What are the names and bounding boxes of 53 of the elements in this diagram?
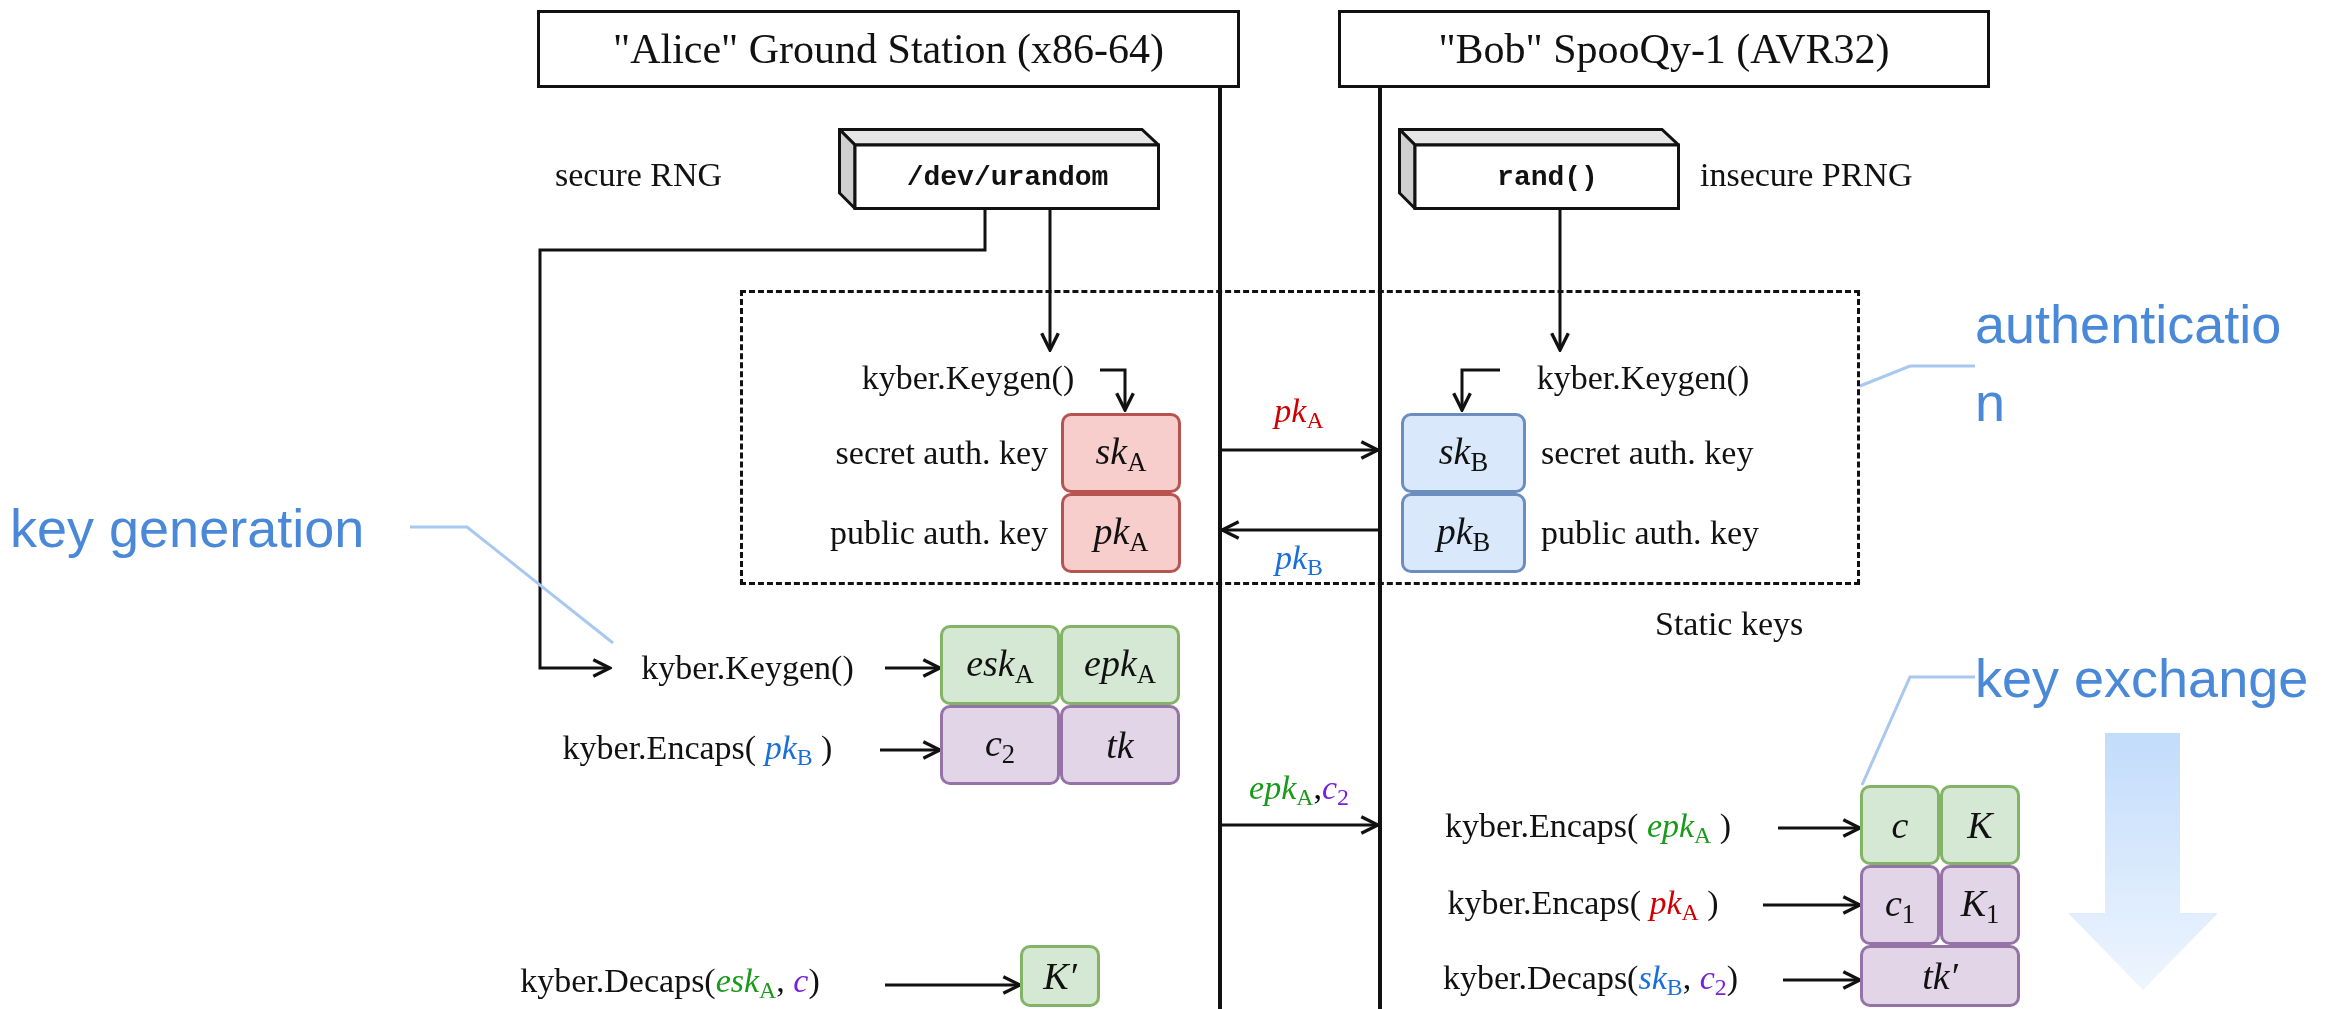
side-label: secure RNG [555, 155, 724, 195]
function-call-text: kyber.Keygen() [833, 353, 1103, 403]
key-box: c$_{2}$ [940, 705, 1060, 785]
arrow [1222, 440, 1380, 460]
key-box: c [1860, 785, 1940, 865]
key-box: K′ [1020, 945, 1100, 1007]
side-label: insecure PRNG [1700, 155, 1914, 195]
participant-header: "Alice" Ground Station (x86-64) [537, 10, 1240, 88]
arrow [1783, 970, 1862, 990]
leader-line [410, 525, 614, 645]
side-label: public auth. key [1541, 513, 1761, 553]
key-box: c$_{1}$ [1860, 865, 1940, 945]
arrow [1778, 818, 1862, 838]
side-label: secret auth. key [834, 433, 1048, 473]
lifeline [1378, 88, 1382, 1009]
function-call-text: kyber.Keygen() [1503, 353, 1783, 403]
arrow [885, 658, 942, 678]
arrow [1550, 210, 1570, 352]
key-box: sk$_{B}$ [1401, 413, 1526, 493]
arrow [1222, 815, 1380, 835]
annotation-text: key generation [10, 495, 410, 560]
participant-header: "Bob" SpooQy-1 (AVR32) [1338, 10, 1990, 88]
arrow [1452, 368, 1500, 412]
annotation-text: authenticatio n [1975, 285, 2305, 435]
key-box: tk [1060, 705, 1180, 785]
arrow [1763, 895, 1862, 915]
arrow [1100, 368, 1135, 412]
arrow [1040, 210, 1060, 352]
arrow [538, 210, 987, 678]
key-box: K$_{1}$ [1940, 865, 2020, 945]
key-box: sk$_{A}$ [1061, 413, 1181, 493]
function-call-text: kyber.Keygen() [610, 643, 885, 693]
function-call-text: kyber.Encaps( epk$_{A}$ ) [1398, 803, 1778, 853]
key-box: pk$_{B}$ [1401, 493, 1526, 573]
function-call-text: kyber.Encaps( pk$_{B}$ ) [515, 725, 880, 775]
function-call-text: kyber.Decaps(esk$_{A}$, c) [455, 958, 885, 1008]
key-box: pk$_{A}$ [1061, 493, 1181, 573]
key-box: esk$_{A}$ [940, 625, 1060, 705]
leader-line [1859, 364, 1975, 388]
key-box: K [1940, 785, 2020, 865]
group-caption: Static keys [1655, 605, 1804, 643]
arrow [885, 975, 1022, 995]
annotation-text: key exchange [1975, 640, 2325, 715]
leader-line [1860, 675, 1975, 786]
arrow [1220, 520, 1378, 540]
lifeline [1218, 88, 1222, 1009]
side-label: secret auth. key [1541, 433, 1755, 473]
function-call-text: kyber.Encaps( pk$_{A}$ ) [1403, 880, 1763, 930]
function-call-text: kyber.Decaps(sk$_{B}$, c$_{2}$) [1398, 955, 1783, 1005]
arrow [880, 740, 942, 760]
side-label: public auth. key [828, 513, 1048, 553]
key-box: tk′ [1860, 945, 2020, 1007]
key-box: epk$_{A}$ [1060, 625, 1180, 705]
